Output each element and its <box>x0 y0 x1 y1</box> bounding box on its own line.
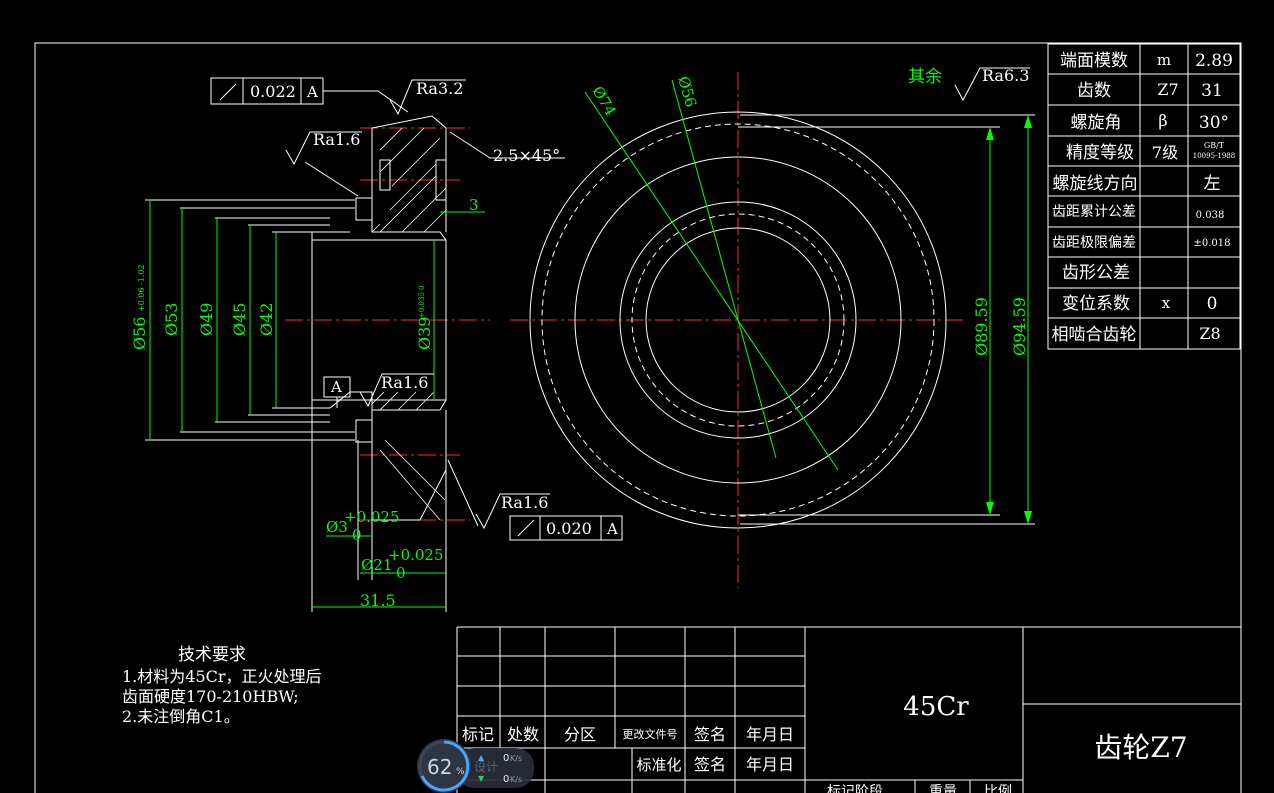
table-label-8: 变位系数 <box>1062 294 1130 314</box>
datum-a: A <box>330 378 342 396</box>
table-label-1: 齿数 <box>1077 81 1111 101</box>
table-label-4: 螺旋线方向 <box>1053 174 1138 194</box>
dim-d53: Ø53 <box>162 303 181 336</box>
table-label-3: 精度等级 <box>1066 143 1134 163</box>
tb-h-qianming2: 签名 <box>694 755 726 774</box>
ra-bottom: Ra1.6 <box>501 493 548 512</box>
dim-d21-tol-bot: 0 <box>396 564 406 582</box>
dim-d94-59: Ø94.59 <box>1010 297 1029 356</box>
gear-parameter-table: 端面模数 m 2.89 齿数 Z7 31 螺旋角 β 30° 精度等级 7级 G… <box>1047 43 1241 350</box>
widget-down-speed: 0 <box>503 774 509 785</box>
network-speed-widget[interactable]: 62 % ▲ 0 K/s ▼ 0 K/s 设计 <box>416 736 536 793</box>
tb-h-qianming: 签名 <box>694 725 726 744</box>
section-view: Ø56 +0.06 -1.02 Ø53 Ø49 Ø45 Ø42 Ø39 +0.0… <box>130 77 623 612</box>
dim-d39: Ø39 <box>415 317 434 350</box>
table-symbol-1: Z7 <box>1157 80 1178 99</box>
dim-chamfer: 2.5×45° <box>493 146 560 165</box>
tech-line-2: 齿面硬度170-210HBW; <box>122 687 299 706</box>
widget-label: 设计 <box>474 760 498 774</box>
runout-bottom-datum: A <box>606 520 618 538</box>
dim-d21-tol-top: +0.025 <box>388 546 444 564</box>
dim-len-31-5: 31.5 <box>360 591 396 610</box>
table-value-3: GB/T <box>1204 141 1225 150</box>
tech-title: 技术要求 <box>178 645 246 665</box>
widget-percent: 62 <box>427 755 452 779</box>
table-symbol-0: m <box>1157 51 1171 69</box>
tb-h-zhongliang: 重量 <box>929 784 957 793</box>
table-label-9: 相啮合齿轮 <box>1052 325 1137 345</box>
tech-line-3: 2.未注倒角C1。 <box>122 707 240 726</box>
dim-d45: Ø45 <box>230 303 249 336</box>
tb-h-biaozhunhua: 标准化 <box>636 756 681 774</box>
dim-d56: Ø56 <box>130 317 149 350</box>
tb-h-bili: 比例 <box>984 784 1012 793</box>
tech-requirements: 技术要求 1.材料为45Cr，正火处理后 齿面硬度170-210HBW; 2.未… <box>122 645 322 726</box>
table-symbol-3: 7级 <box>1152 143 1178 162</box>
front-view: Ø74 Ø56 Ø89.59 Ø94.59 <box>510 72 1035 588</box>
table-value-4: 左 <box>1204 174 1221 194</box>
dim-d39-tol: +0.035 0 <box>418 285 426 318</box>
table-label-2: 螺旋角 <box>1071 113 1122 133</box>
tb-h-biaoji: 标记 <box>462 725 494 744</box>
dim-d56-right: Ø56 <box>674 74 700 109</box>
tb-h-jieduan: 标记阶段 <box>827 784 883 793</box>
table-value-1: 31 <box>1201 81 1223 101</box>
tb-material: 45Cr <box>903 692 969 722</box>
table-label-6: 齿距极限偏差 <box>1052 235 1136 251</box>
tb-part-name: 齿轮Z7 <box>1094 731 1187 764</box>
table-value-6: ±0.018 <box>1193 238 1230 249</box>
table-value-0: 2.89 <box>1195 51 1233 71</box>
tech-line-1: 1.材料为45Cr，正火处理后 <box>122 667 322 686</box>
down-arrow-icon: ▼ <box>478 774 485 783</box>
widget-up-speed: 0 <box>503 753 509 764</box>
tb-h-chushu: 处数 <box>507 725 539 744</box>
dim-d49: Ø49 <box>197 303 216 336</box>
ra-left-top: Ra1.6 <box>313 130 360 149</box>
network-speed-widget-art: 62 % ▲ 0 K/s ▼ 0 K/s 设计 <box>417 739 534 793</box>
widget-percent-unit: % <box>456 767 465 777</box>
table-value-2: 30° <box>1199 113 1229 133</box>
dim-3: 3 <box>469 196 479 214</box>
dim-d89-59: Ø89.59 <box>972 297 991 356</box>
dim-d56-tol: +0.06 -1.02 <box>137 264 146 312</box>
table-value-9: Z8 <box>1199 324 1220 343</box>
up-arrow-icon: ▲ <box>478 753 485 762</box>
tb-h-fenqu: 分区 <box>564 725 596 744</box>
table-value-5: 0.038 <box>1196 210 1225 221</box>
tb-h-genggai: 更改文件号 <box>623 727 678 741</box>
runout-top-datum: A <box>306 83 318 101</box>
dim-d42: Ø42 <box>257 303 276 336</box>
table-label-7: 齿形公差 <box>1062 263 1130 283</box>
table-value-8: 0 <box>1207 294 1218 314</box>
dim-d3: Ø3 <box>326 518 348 536</box>
dim-d3-tol-bot: 0 <box>352 526 362 544</box>
table-label-0: 端面模数 <box>1060 51 1128 71</box>
drawing-frame <box>34 42 1242 793</box>
dim-d3-tol-top: +0.025 <box>344 508 400 526</box>
tb-h-nianyueri: 年月日 <box>746 725 794 744</box>
tb-h-nianyueri2: 年月日 <box>746 755 794 774</box>
title-block: 标记 处数 分区 更改文件号 签名 年月日 标准化 签名 年月日 标记阶段 重量… <box>456 626 1241 793</box>
dim-d74: Ø74 <box>589 83 620 119</box>
ra-top: Ra3.2 <box>416 79 463 98</box>
svg-text:10095-1988: 10095-1988 <box>1193 152 1235 160</box>
dim-d21: Ø21 <box>361 556 392 574</box>
rest-label: 其余 <box>908 67 942 87</box>
widget-down-unit: K/s <box>510 775 522 784</box>
rest-ra: Ra6.3 <box>982 66 1029 85</box>
rest-roughness: 其余 Ra6.3 <box>908 66 1030 102</box>
runout-bottom-value: 0.020 <box>546 519 592 538</box>
widget-up-unit: K/s <box>510 754 522 763</box>
table-label-5: 齿距累计公差 <box>1052 204 1136 220</box>
table-symbol-2: β <box>1158 111 1167 130</box>
table-symbol-8: x <box>1162 294 1171 312</box>
runout-top-value: 0.022 <box>250 82 296 101</box>
ra-mid: Ra1.6 <box>381 373 428 392</box>
